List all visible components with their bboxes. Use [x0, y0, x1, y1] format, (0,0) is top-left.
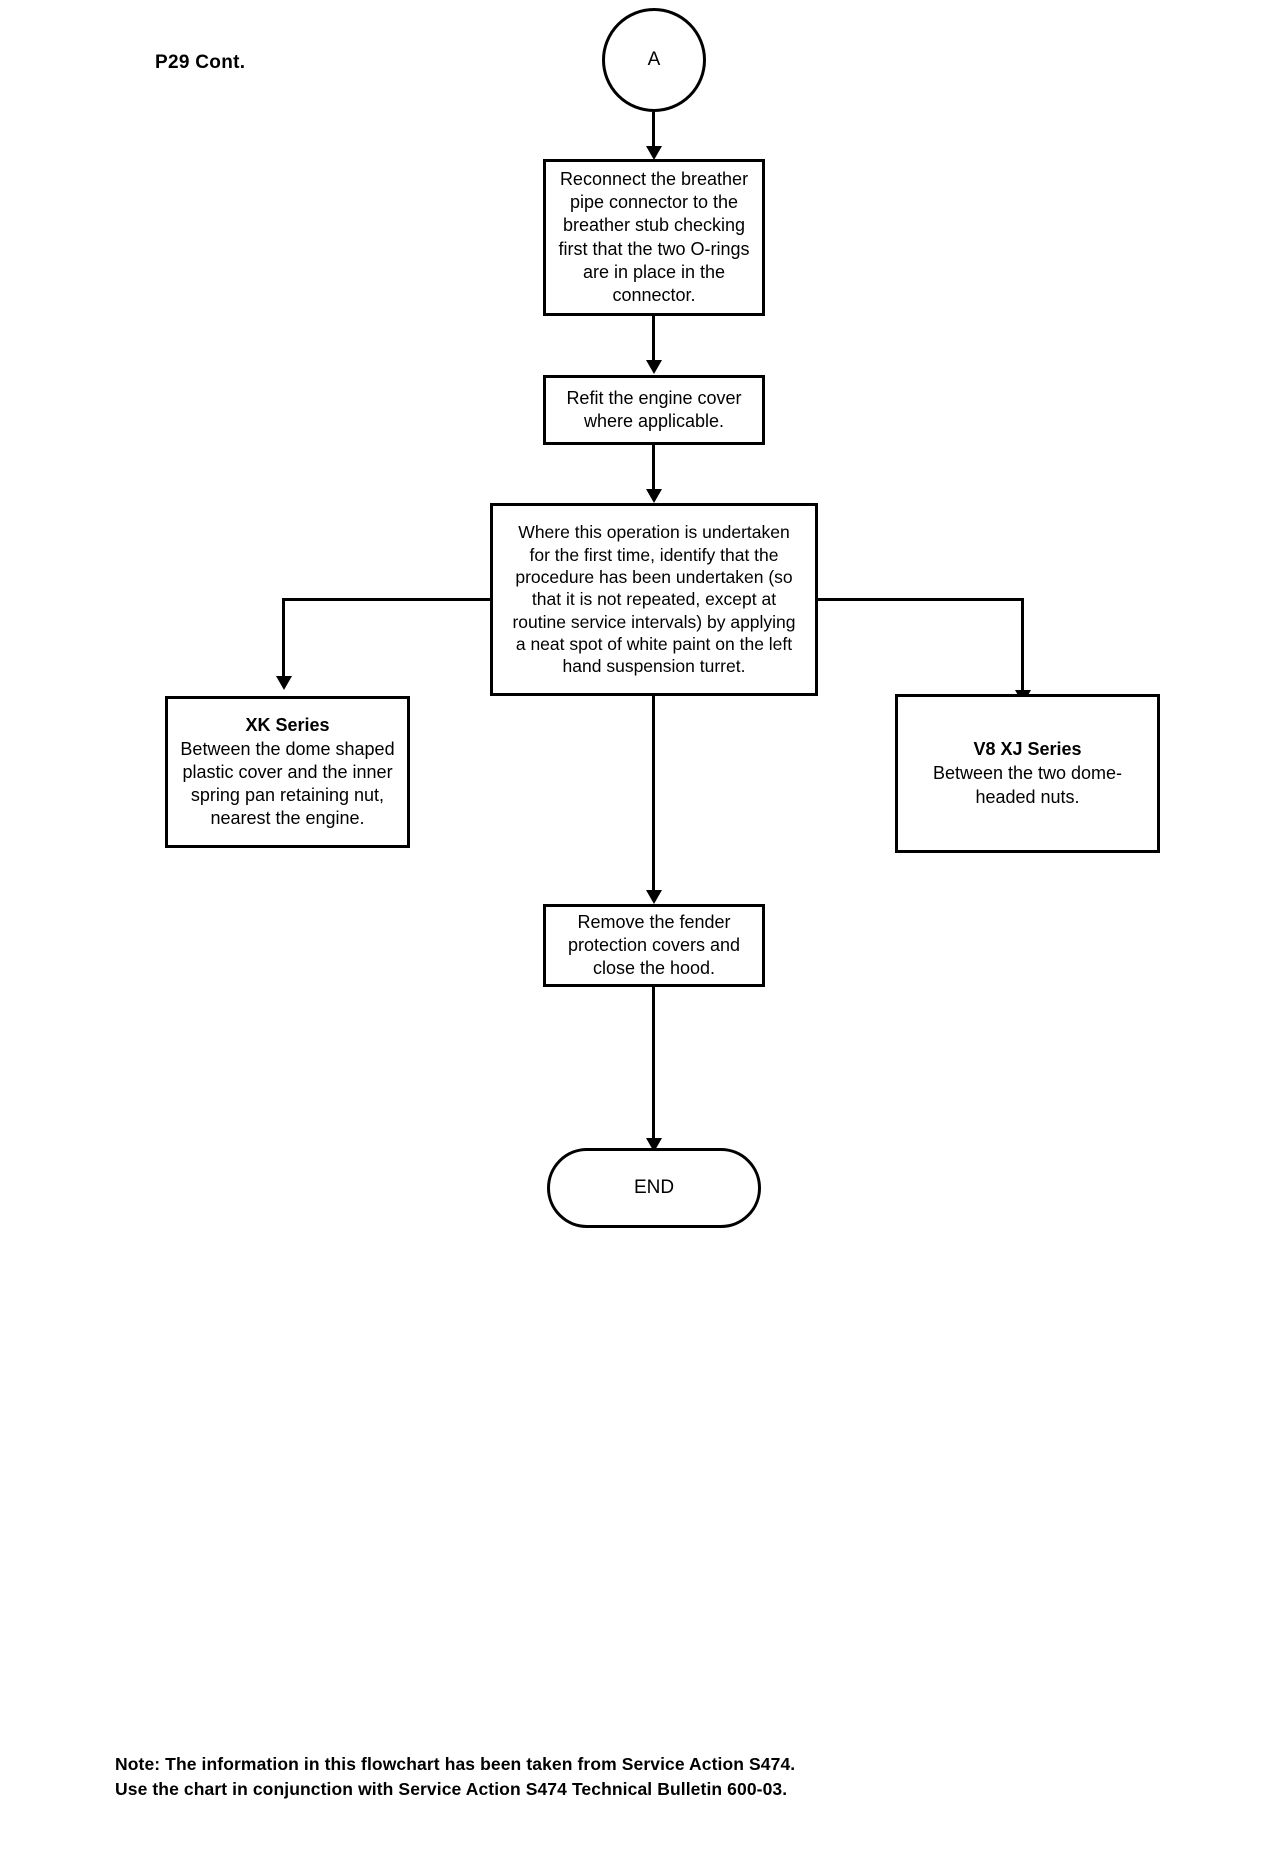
end-label: END	[633, 1177, 675, 1198]
remove-line-1: Remove the fender	[577, 911, 731, 932]
v8-xj-series-box: V8 XJ Series Between the two dome- heade…	[895, 694, 1160, 853]
v8-xj-series-title: V8 XJ Series	[973, 739, 1082, 760]
v8-xj-series-line-2: headed nuts.	[975, 786, 1080, 807]
connector-a-node: A	[602, 8, 706, 112]
identify-line-5: routine service intervals) by applying	[512, 611, 796, 632]
connector-a-to-reconnect-line	[652, 112, 655, 154]
identify-to-xk-vertical	[282, 598, 285, 680]
remove-fender-covers-box: Remove the fender protection covers and …	[543, 904, 765, 987]
identify-to-v8xj-vertical	[1021, 598, 1024, 694]
identify-line-7: hand suspension turret.	[562, 656, 746, 677]
reconnect-breather-pipe-box: Reconnect the breather pipe connector to…	[543, 159, 765, 316]
reconnect-line-6: connector.	[612, 284, 696, 305]
refit-to-identify-arrow	[646, 489, 662, 503]
identify-to-xk-arrow	[276, 676, 292, 690]
reconnect-to-refit-line	[652, 316, 655, 364]
reconnect-line-3: breather stub checking	[562, 215, 746, 236]
identify-line-2: for the first time, identify that the	[529, 544, 779, 565]
identify-white-paint-box: Where this operation is undertaken for t…	[490, 503, 818, 696]
end-node: END	[547, 1148, 761, 1228]
connector-a-to-reconnect-arrow	[646, 146, 662, 160]
connector-a-label: A	[647, 49, 661, 70]
footer-note: Note: The information in this flowchart …	[115, 1752, 795, 1803]
identify-to-xk-horizontal	[282, 598, 492, 601]
identify-to-remove-arrow	[646, 890, 662, 904]
remove-line-2: protection covers and	[567, 934, 741, 955]
identify-line-1: Where this operation is undertaken	[518, 522, 790, 543]
identify-line-4: that it is not repeated, except at	[531, 589, 777, 610]
reconnect-line-1: Reconnect the breather	[559, 169, 749, 190]
xk-series-line-4: nearest the engine.	[210, 808, 365, 829]
page-label: P29 Cont.	[155, 52, 246, 73]
reconnect-to-refit-arrow	[646, 360, 662, 374]
reconnect-line-4: first that the two O-rings	[558, 238, 750, 259]
flowchart-page: P29 Cont. A Reconnect the breather pipe …	[100, 0, 1180, 1854]
xk-series-box: XK Series Between the dome shaped plasti…	[165, 696, 410, 848]
reconnect-line-2: pipe connector to the	[569, 192, 739, 213]
remove-to-end-line	[652, 987, 655, 1152]
xk-series-line-3: spring pan retaining nut,	[190, 785, 385, 806]
v8-xj-series-line-1: Between the two dome-	[932, 763, 1123, 784]
identify-to-remove-line	[652, 696, 655, 894]
remove-line-3: close the hood.	[592, 958, 716, 979]
refit-engine-cover-box: Refit the engine cover where applicable.	[543, 375, 765, 445]
xk-series-line-1: Between the dome shaped	[180, 738, 395, 759]
reconnect-line-5: are in place in the	[582, 261, 726, 282]
footer-note-line-1: Note: The information in this flowchart …	[115, 1754, 796, 1774]
refit-line-1: Refit the engine cover	[566, 387, 742, 408]
xk-series-title: XK Series	[245, 714, 330, 735]
xk-series-line-2: plastic cover and the inner	[182, 761, 393, 782]
footer-note-line-2: Use the chart in conjunction with Servic…	[115, 1779, 788, 1800]
identify-line-6: a neat spot of white paint on the left	[515, 634, 793, 655]
refit-to-identify-line	[652, 445, 655, 493]
identify-line-3: procedure has been undertaken (so	[515, 566, 793, 587]
identify-to-v8xj-horizontal	[816, 598, 1024, 601]
refit-line-2: where applicable.	[583, 411, 725, 431]
